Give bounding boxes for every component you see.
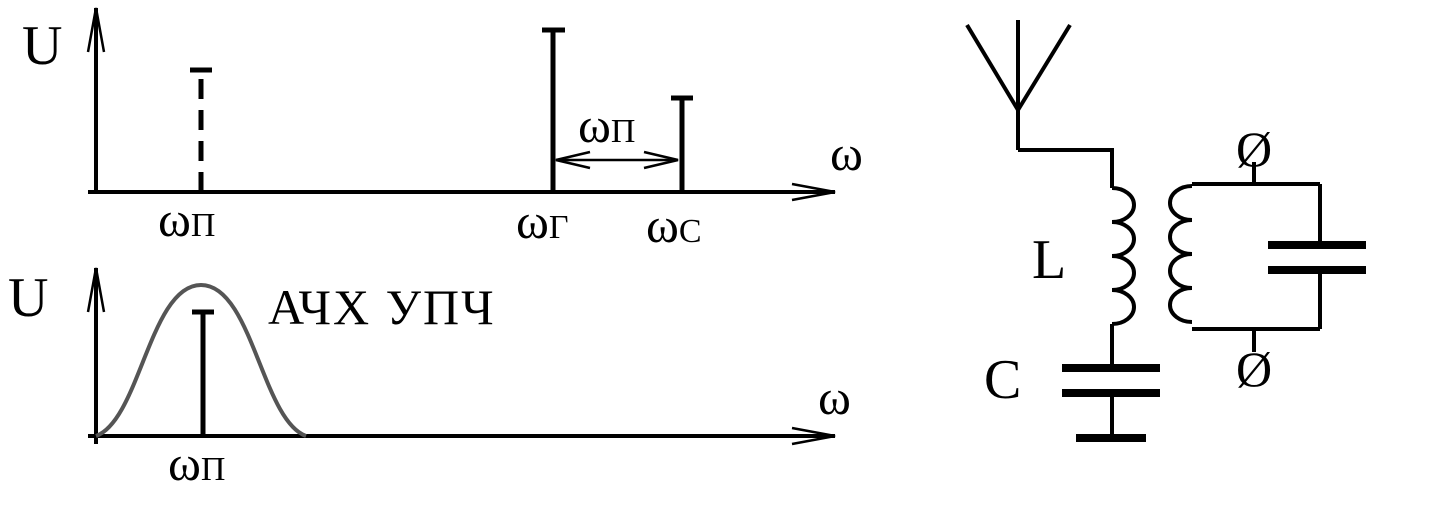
if-image-freq-subscript: П <box>190 207 216 244</box>
heterodyne-freq-symbol: ω <box>516 193 549 249</box>
antenna-right-arm <box>1016 23 1072 112</box>
top-x-axis-arrowhead <box>791 182 836 202</box>
difference-arrow-right-head <box>643 150 679 170</box>
signal-freq-symbol: ω <box>646 197 679 253</box>
if-freq-symbol: ω <box>168 435 201 491</box>
bottom-x-axis-label: ω <box>818 369 851 425</box>
label-difference-freq: ωП <box>578 100 635 150</box>
bottom-output-terminal: Ø <box>1236 341 1273 397</box>
top-y-axis-label: U <box>22 15 63 77</box>
secondary-coil <box>1168 184 1193 324</box>
if-image-freq-symbol: ω <box>158 191 191 247</box>
top-y-axis-arrowhead <box>86 7 106 53</box>
if-amplifier-response-curve <box>95 282 307 438</box>
bottom-x-axis-arrowhead <box>791 426 836 446</box>
label-if-image-freq: ωП <box>158 194 215 244</box>
input-circuit <box>965 20 1366 442</box>
label-if-freq: ωП <box>168 438 225 488</box>
difference-freq-subscript: П <box>610 113 636 150</box>
antenna-left-arm <box>965 23 1020 112</box>
bottom-y-axis-arrowhead <box>86 267 106 313</box>
if-amplifier-response-label: АЧХ УПЧ <box>268 279 496 335</box>
difference-arrow-left-head <box>555 150 591 170</box>
inductor-label: L <box>1032 229 1067 291</box>
bottom-spectrum <box>86 267 836 446</box>
label-signal-freq: ωС <box>646 200 702 250</box>
top-output-terminal: Ø <box>1236 121 1273 177</box>
bottom-y-axis-label: U <box>8 267 49 329</box>
feed-wire <box>1018 148 1114 188</box>
signal-freq-subscript: С <box>678 213 702 250</box>
primary-coil <box>1111 186 1136 326</box>
top-spectrum <box>86 7 836 202</box>
if-freq-subscript: П <box>200 451 226 488</box>
capacitor-label: C <box>984 349 1022 411</box>
difference-freq-symbol: ω <box>578 97 611 153</box>
heterodyne-freq-subscript: Г <box>548 209 569 246</box>
label-heterodyne-freq: ωГ <box>516 196 569 246</box>
top-x-axis-label: ω <box>830 125 863 181</box>
